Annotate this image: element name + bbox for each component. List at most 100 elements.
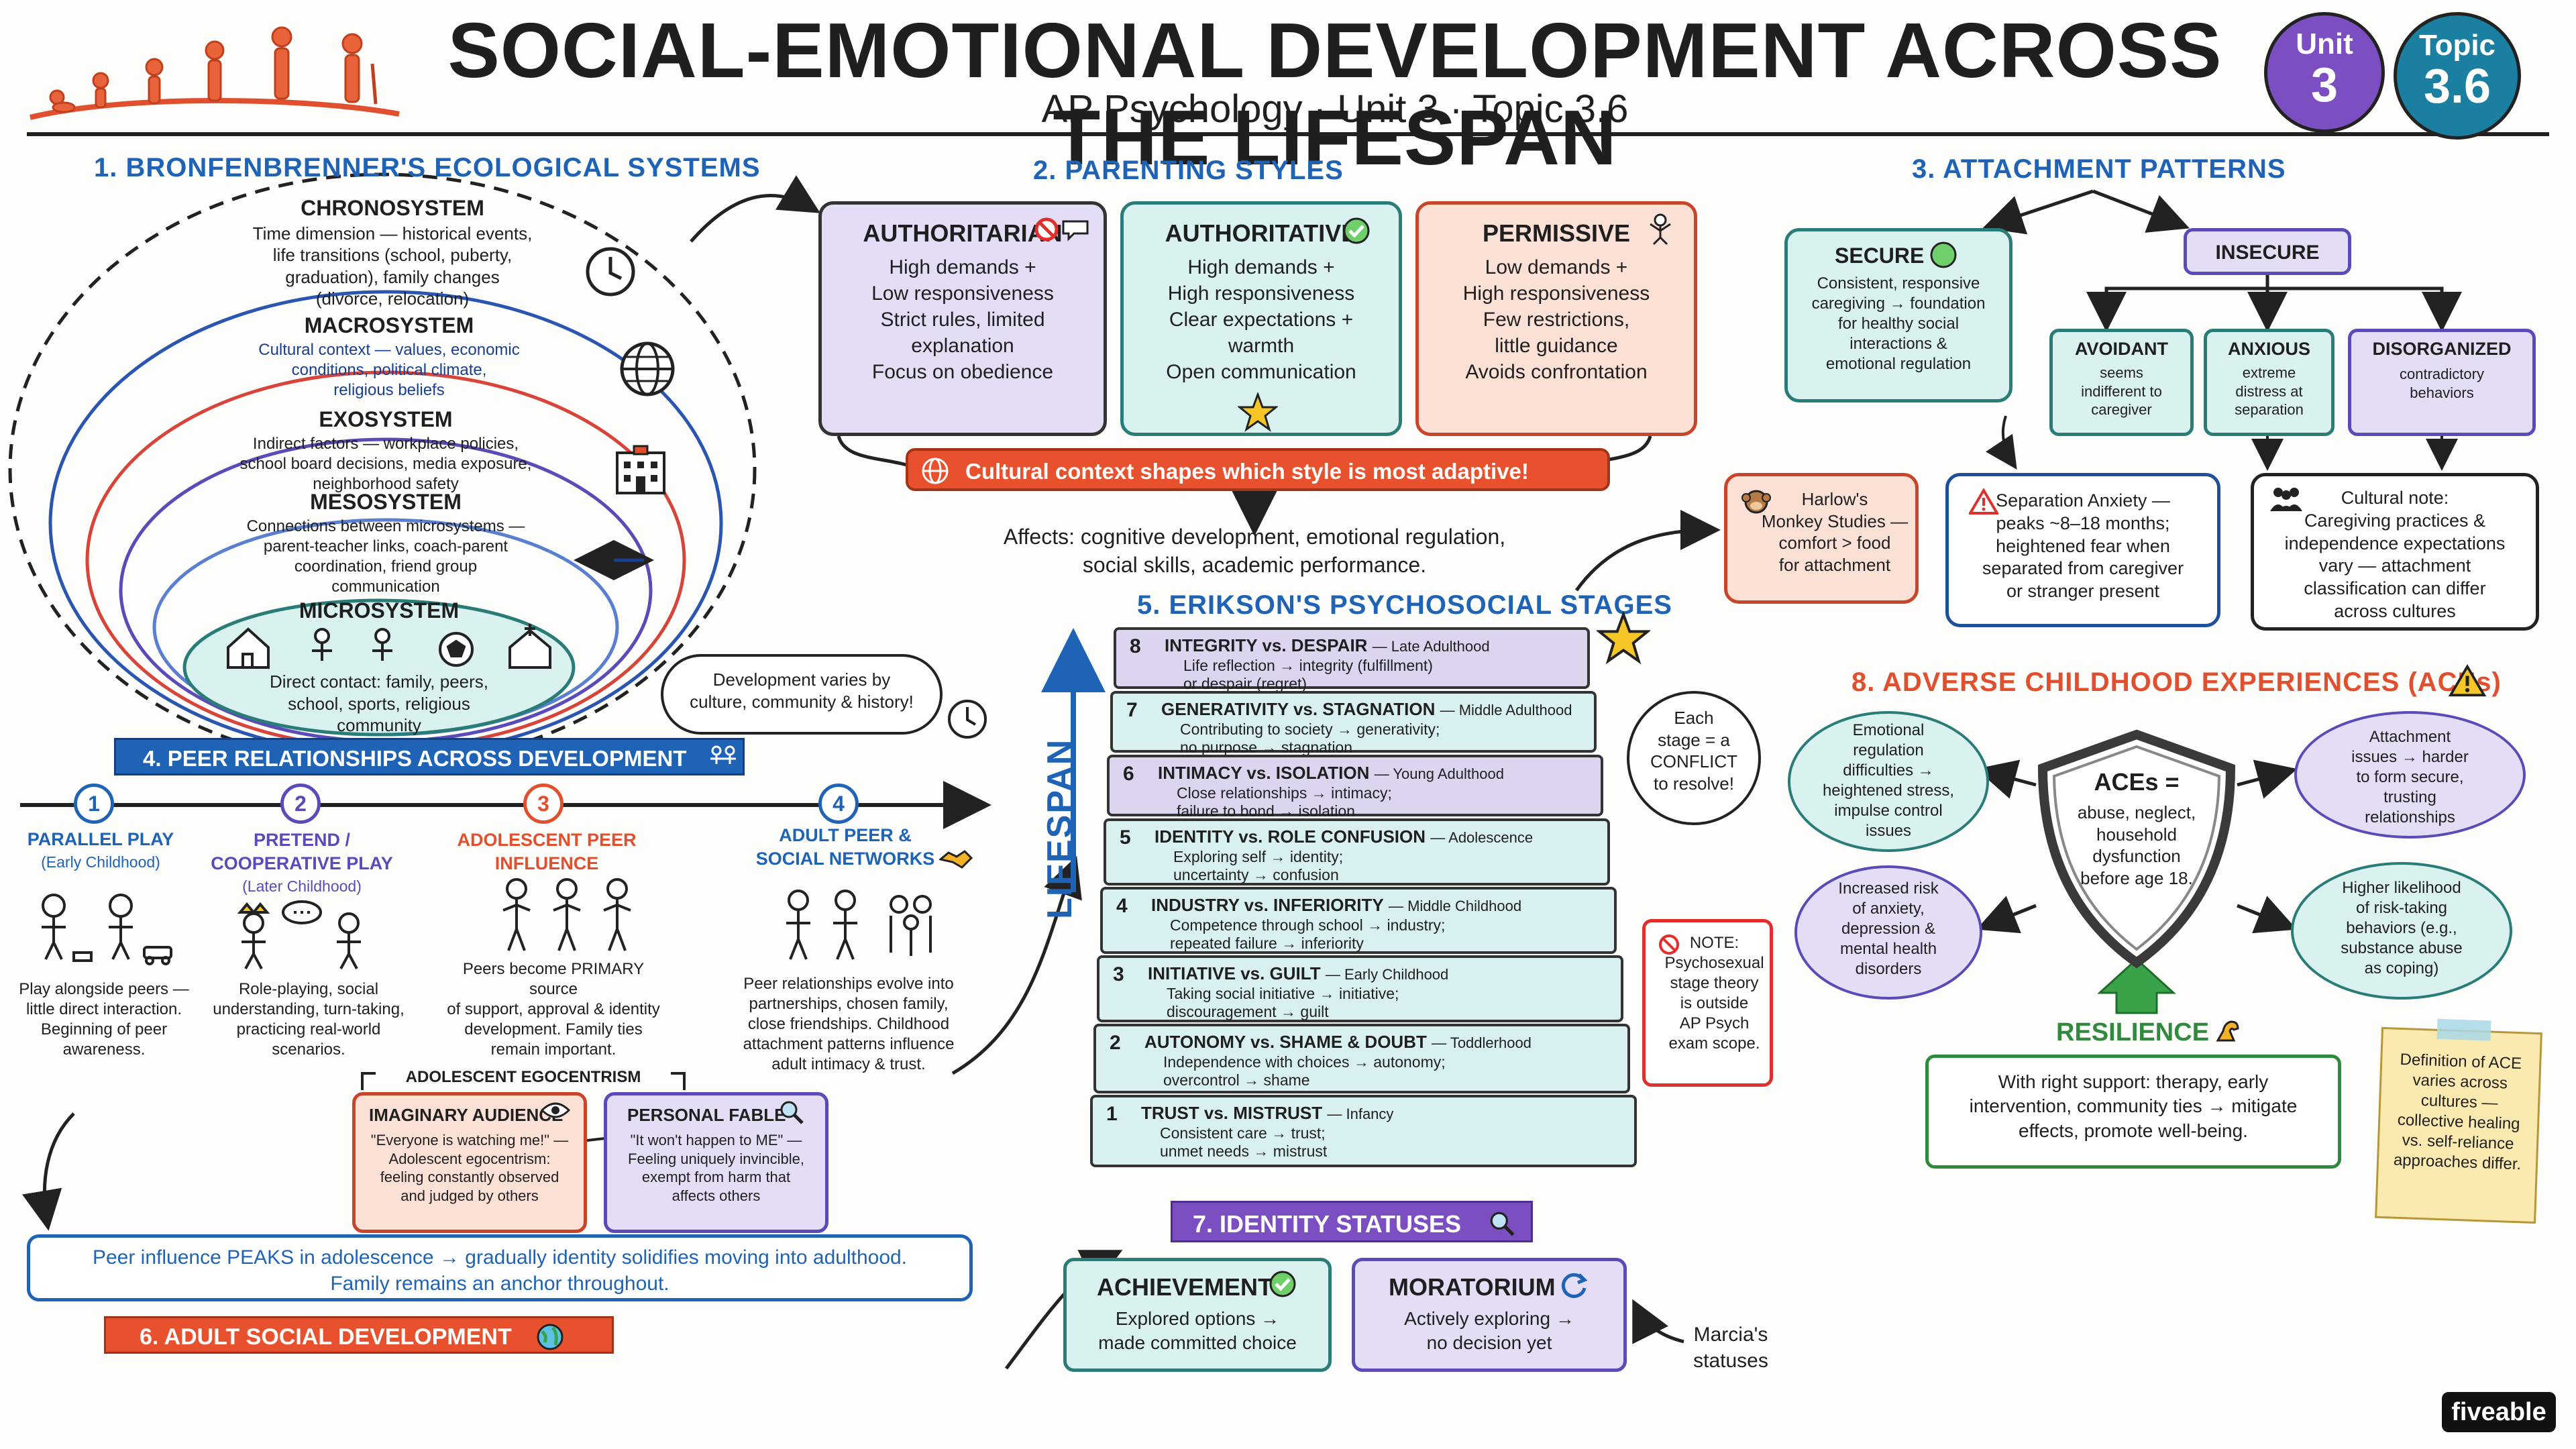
stage-3-name: INITIATIVE vs. GUILT <box>1148 963 1321 983</box>
adult-title: 6. ADULT SOCIAL DEVELOPMENT <box>140 1324 512 1350</box>
disorganized-desc: contradictory behaviors <box>2400 366 2484 401</box>
stage-4-title: INDUSTRY vs. INFERIORITY — Middle Childh… <box>1151 895 1521 916</box>
stage-8-age: — Late Adulthood <box>1372 638 1490 655</box>
exosystem: EXOSYSTEM Indirect factors — workplace p… <box>151 406 621 494</box>
development-bubble: Development varies by culture, community… <box>661 654 943 735</box>
attachment-disorganized: DISORGANIZED contradictory behaviors <box>2348 329 2536 436</box>
authoritarian-name: AUTHORITARIAN <box>863 219 1063 247</box>
ace-definition-text: Definition of ACE varies across cultures… <box>2393 1050 2522 1174</box>
person-icon <box>1644 212 1677 249</box>
magnifier-icon <box>778 1099 805 1129</box>
green-circle-icon <box>1929 240 1958 273</box>
attachment-secure: SECURE Consistent, responsive caregiving… <box>1784 228 2012 402</box>
peer-stage-2-num: 2 <box>294 792 307 816</box>
attachment-title: 3. ATTACHMENT PATTERNS <box>1912 154 2286 184</box>
aces-shield <box>2033 728 2241 973</box>
erikson-stage-3: 3 INITIATIVE vs. GUILT — Early Childhood… <box>1097 955 1623 1022</box>
stage-4-num: 4 <box>1116 895 1128 917</box>
authoritarian-desc: High demands + Low responsiveness Strict… <box>871 256 1054 383</box>
peer-stage-1-age: (Early Childhood) <box>41 853 160 871</box>
stage-1-title: TRUST vs. MISTRUST — Infancy <box>1141 1103 1393 1124</box>
adult-title-bar: 6. ADULT SOCIAL DEVELOPMENT <box>104 1316 614 1354</box>
exosystem-desc: Indirect factors — workplace policies, s… <box>239 434 532 493</box>
psychosexual-note-text: NOTE: Psychosexual stage theory is outsi… <box>1664 934 1764 1053</box>
stage-6-name: INTIMACY vs. ISOLATION <box>1158 763 1370 783</box>
stage-8-title: INTEGRITY vs. DESPAIR — Late Adulthood <box>1165 635 1490 656</box>
authoritative-name: AUTHORITATIVE <box>1165 219 1358 247</box>
cultural-banner-text: Cultural context shapes which style is m… <box>965 459 1529 484</box>
peer-stage-3-marker: 3 <box>523 784 564 824</box>
secure-name: SECURE <box>1835 244 1925 268</box>
peer-stage-4-desc: Peer relationships evolve into partnersh… <box>743 975 955 1073</box>
attachment-avoidant: AVOIDANT seems indifferent to caregiver <box>2049 329 2194 436</box>
macrosystem-desc: Cultural context — values, economic cond… <box>258 340 520 399</box>
aces-shield-desc: abuse, neglect, household dysfunction be… <box>2077 802 2196 888</box>
topic-value: 3.6 <box>2423 60 2491 113</box>
clock-icon <box>584 245 637 302</box>
stage-6-title: INTIMACY vs. ISOLATION — Young Adulthood <box>1158 763 1504 784</box>
stage-6-age: — Young Adulthood <box>1374 765 1504 782</box>
stage-3-num: 3 <box>1113 963 1124 985</box>
stage-2-num: 2 <box>1110 1032 1121 1054</box>
star-icon <box>1236 391 1279 436</box>
page-title: SOCIAL-EMOTIONAL DEVELOPMENT ACROSS THE … <box>447 7 2222 181</box>
secure-desc: Consistent, responsive caregiving → foun… <box>1811 274 1986 373</box>
parenting-title: 2. PARENTING STYLES <box>1033 156 1344 185</box>
achievement-name: ACHIEVEMENT <box>1097 1273 1273 1301</box>
refresh-icon <box>1556 1268 1590 1305</box>
stage-1-name: TRUST vs. MISTRUST <box>1141 1103 1323 1123</box>
pretend-play-icon <box>228 899 382 976</box>
stage-4-age: — Middle Childhood <box>1388 898 1522 914</box>
marcia-label: Marcia's statuses <box>1693 1324 1768 1372</box>
harlow-text: Harlow's Monkey Studies — comfort > food… <box>1761 489 1909 575</box>
magnifier-icon-identity <box>1488 1210 1516 1241</box>
audience-desc: "Everyone is watching me!" — Adolescent … <box>370 1132 569 1204</box>
stage-7-name: GENERATIVITY vs. STAGNATION <box>1161 699 1436 719</box>
resilience-box: With right support: therapy, early inter… <box>1925 1055 2341 1169</box>
topic-badge: Topic 3.6 <box>2394 12 2521 140</box>
microsystem-icons <box>221 624 570 674</box>
permissive-desc: Low demands + High responsiveness Few re… <box>1462 256 1650 383</box>
peer-stage-2-age: (Later Childhood) <box>242 877 362 895</box>
peer-summary: Peer influence PEAKS in adolescence → gr… <box>27 1234 973 1301</box>
stage-4-name: INDUSTRY vs. INFERIORITY <box>1151 895 1384 915</box>
style-authoritarian: AUTHORITARIAN High demands + Low respons… <box>818 201 1107 436</box>
stage-7-desc: Contributing to society → generativity; … <box>1180 720 1440 757</box>
attachment-anxious: ANXIOUS extreme distress at separation <box>2204 329 2334 436</box>
resilience-label: RESILIENCE <box>2056 1018 2210 1046</box>
peer-title: 4. PEER RELATIONSHIPS ACROSS DEVELOPMENT <box>143 746 687 771</box>
unit-label: Unit <box>2296 28 2353 60</box>
check-icon-identity <box>1268 1269 1297 1302</box>
stage-8-name: INTEGRITY vs. DESPAIR <box>1165 635 1368 655</box>
check-icon <box>1342 216 1371 249</box>
erikson-stage-2: 2 AUTONOMY vs. SHAME & DOUBT — Toddlerho… <box>1093 1024 1630 1093</box>
erikson-stage-8: 8 INTEGRITY vs. DESPAIR — Late Adulthood… <box>1114 627 1590 692</box>
globe-icon-adult <box>535 1322 565 1355</box>
stage-5-num: 5 <box>1120 826 1131 849</box>
cultural-note-text: Cultural note: Caregiving practices & in… <box>2284 488 2506 621</box>
stage-5-age: — Adolescence <box>1430 829 1534 846</box>
clock-icon-small <box>946 698 989 744</box>
unit-badge: Unit 3 <box>2264 12 2385 133</box>
erikson-stage-7: 7 GENERATIVITY vs. STAGNATION — Middle A… <box>1110 691 1597 756</box>
stage-4-desc: Competence through school → industry; re… <box>1170 916 1446 953</box>
globe-icon-banner <box>920 456 950 489</box>
warning-icon-aces <box>2448 664 2487 701</box>
erikson-stage-6: 6 INTIMACY vs. ISOLATION — Young Adultho… <box>1107 755 1603 820</box>
avoidant-desc: seems indifferent to caregiver <box>2081 364 2162 418</box>
no-entry-icon-note <box>1658 933 1680 959</box>
eye-icon <box>540 1100 571 1124</box>
egocentrism-label: ADOLESCENT EGOCENTRISM <box>376 1068 671 1087</box>
peer-stage-1-desc: Play alongside peers — little direct int… <box>19 980 189 1059</box>
macrosystem-name: MACROSYSTEM <box>304 313 474 337</box>
topic-label: Topic <box>2418 29 2496 62</box>
fable-name: PERSONAL FABLE <box>627 1105 786 1125</box>
stage-3-age: — Early Childhood <box>1325 966 1449 983</box>
globe-icon <box>617 339 678 402</box>
anxious-name: ANXIOUS <box>2227 339 2311 359</box>
aces-effect-emotional: Emotional regulation difficulties → heig… <box>1788 711 1989 852</box>
stage-2-title: AUTONOMY vs. SHAME & DOUBT — Toddlerhood <box>1144 1032 1532 1053</box>
ace-definition-note: Definition of ACE varies across cultures… <box>2375 1018 2542 1224</box>
stage-3-title: INITIATIVE vs. GUILT — Early Childhood <box>1148 963 1448 984</box>
building-icon <box>610 443 671 500</box>
